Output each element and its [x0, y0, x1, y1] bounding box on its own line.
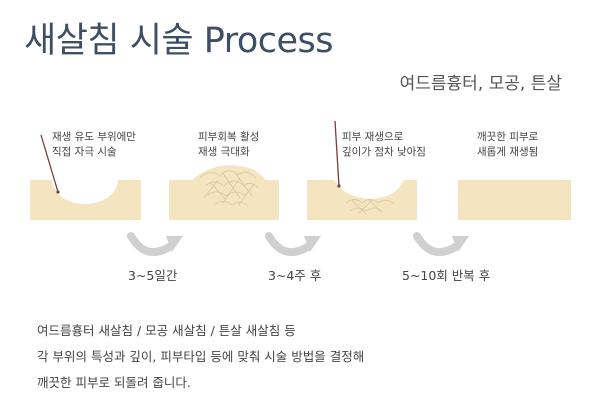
regeneration-tissue-2 [199, 170, 259, 207]
curved-arrow-1 [127, 232, 183, 257]
curved-arrow-2 [265, 232, 321, 257]
skin-block-2 [169, 165, 279, 220]
interval-3-label: 5~10회 반복 후 [402, 268, 491, 283]
step-2-caption-line-1: 피부회복 활성 [198, 131, 260, 143]
description-line-1: 여드름흉터 새살침 / 모공 새살침 / 튼살 새살침 등 [37, 323, 296, 338]
needle-3 [334, 120, 341, 188]
skin-block-3 [307, 180, 417, 220]
page-subtitle: 여드름흉터, 모공, 튼살 [399, 74, 562, 94]
step-2-caption-line-2: 재생 극대화 [198, 146, 250, 158]
description-line-2: 각 부위의 특성과 깊이, 피부타입 등에 맞춰 시술 방법을 결정해 [37, 349, 365, 364]
regeneration-tissue-3 [345, 198, 395, 215]
step-4-caption-line-2: 새롭게 재생됨 [477, 146, 539, 158]
description-line-3: 깨끗한 피부로 되돌려 줍니다. [37, 375, 191, 390]
step-4-caption: 깨끗한 피부로 새롭게 재생됨 [477, 130, 538, 160]
skin-block-4 [458, 180, 571, 220]
step-2-caption: 피부회복 활성 재생 극대화 [198, 130, 259, 160]
step-3-caption: 피부 재생으로 깊이가 점차 낮아짐 [342, 130, 426, 160]
step-1-caption-line-1: 재생 유도 부위에만 [52, 131, 136, 143]
interval-2-label: 3~4주 후 [268, 268, 322, 283]
step-1-caption: 재생 유도 부위에만 직접 자극 시술 [52, 130, 136, 160]
skin-block-1 [30, 180, 141, 220]
curved-arrow-3 [413, 232, 469, 257]
step-3-caption-line-2: 깊이가 점차 낮아짐 [342, 146, 426, 158]
needle-1 [40, 134, 60, 194]
step-3-caption-line-1: 피부 재생으로 [342, 131, 404, 143]
step-1-caption-line-2: 직접 자극 시술 [52, 146, 117, 158]
interval-1-label: 3~5일간 [128, 268, 178, 283]
page-title: 새살침 시술 Process [24, 21, 334, 61]
step-4-caption-line-1: 깨끗한 피부로 [477, 131, 539, 143]
